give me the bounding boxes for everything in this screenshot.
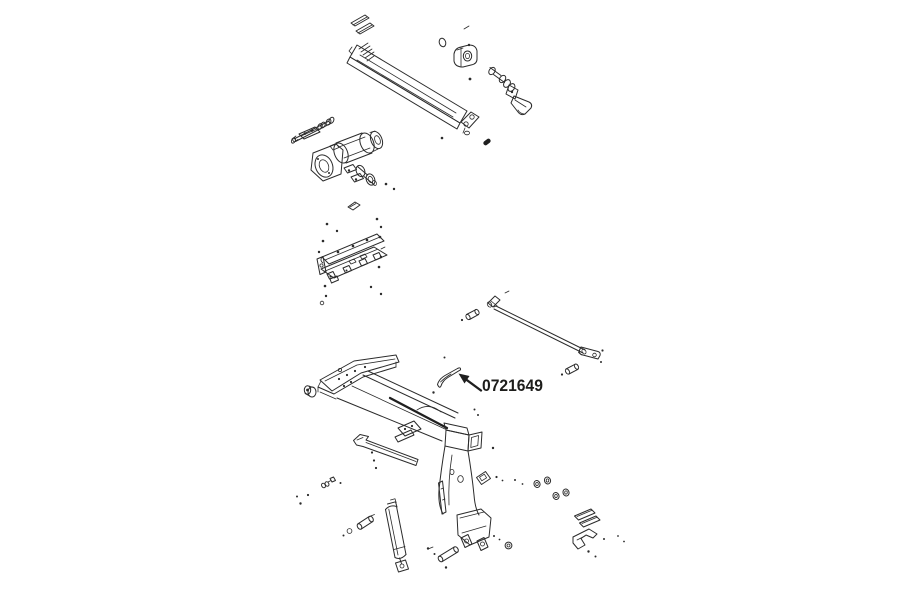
key-pins-icon	[350, 14, 375, 35]
boom-beam	[346, 25, 480, 140]
roller	[355, 164, 377, 186]
hydraulic-cylinder	[369, 498, 436, 573]
washer-rings	[514, 476, 570, 500]
fastener-dots	[317, 217, 386, 306]
retainer-ring	[493, 535, 513, 550]
shim-plate-icon	[347, 201, 361, 211]
main-frame-weldment	[303, 354, 495, 516]
bolt-kit	[290, 116, 335, 144]
highlighted-strip[interactable]	[432, 356, 462, 394]
mounting-bracket	[316, 233, 388, 284]
black-pin-icon	[483, 138, 491, 146]
spacer-plates	[574, 508, 601, 528]
pillow-block	[453, 44, 478, 68]
tie-rod	[486, 290, 604, 363]
part-number-label[interactable]: 0721649	[482, 376, 543, 395]
foot-bracket	[456, 508, 492, 551]
clevis-pin	[427, 546, 459, 569]
winch-assembly	[310, 130, 396, 191]
o-ring-icon	[438, 37, 447, 48]
grease-handle	[488, 66, 533, 116]
small-pin	[342, 515, 374, 537]
square-hole-plate	[476, 471, 504, 485]
formed-bracket	[572, 528, 625, 558]
tie-rod-pins	[460, 308, 580, 376]
callout-arrow-icon	[458, 373, 483, 392]
small-bolt	[296, 476, 342, 505]
wear-strip	[353, 434, 419, 470]
